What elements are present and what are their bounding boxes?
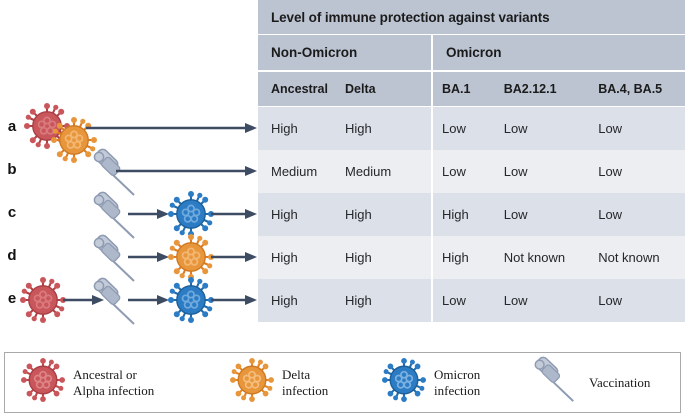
arrow-row-e-1 xyxy=(63,294,105,306)
delta-virus-icon xyxy=(230,358,274,407)
syringe-icon xyxy=(88,234,142,284)
delta-virus-icon xyxy=(51,117,97,163)
cell-ancestral: High xyxy=(271,207,298,222)
diagram-row-label-d: d xyxy=(7,247,17,264)
cell-ba2121: Low xyxy=(503,121,528,136)
cell-ancestral: Medium xyxy=(271,164,318,179)
legend-item-vaccination: Vaccination xyxy=(529,353,650,412)
column-header-delta: Delta xyxy=(345,82,376,96)
ancestral-virus-icon xyxy=(24,103,70,149)
table-title: Level of immune protection against varia… xyxy=(258,0,685,34)
legend-label-line1: Delta xyxy=(282,366,311,382)
cell-ancestral: High xyxy=(271,121,298,136)
arrow-row-c-1 xyxy=(128,208,170,220)
cell-ba4ba5: Low xyxy=(598,207,623,222)
cell-ba2121: Low xyxy=(503,207,528,222)
table-row-non-omicron-cells: High High xyxy=(258,279,431,322)
table-row-omicron-cells: Low Low Low xyxy=(433,279,685,322)
cell-ba2121: Not known xyxy=(503,250,566,265)
legend-label-omicron: Omicron infection xyxy=(434,367,480,399)
table-row-non-omicron-cells: High High xyxy=(258,236,431,279)
ancestral-virus-icon xyxy=(21,358,65,407)
arrow-row-d-2 xyxy=(211,251,258,263)
table-row-omicron-cells: High Not known Not known xyxy=(433,236,685,279)
column-header-ba1: BA.1 xyxy=(442,82,471,96)
legend-label-delta: Delta infection xyxy=(282,367,328,399)
cell-ancestral: High xyxy=(271,250,298,265)
table-row-omicron-cells: Low Low Low xyxy=(433,150,685,193)
column-header-ancestral: Ancestral xyxy=(271,82,328,96)
cell-ba1: Low xyxy=(442,164,466,179)
table-row-omicron-cells: Low Low Low xyxy=(433,107,685,150)
arrow-row-a xyxy=(86,122,258,134)
cell-ba1: High xyxy=(442,207,469,222)
cell-ba4ba5: Low xyxy=(598,293,623,308)
cell-ba2121: Low xyxy=(503,293,528,308)
protection-table: Level of immune protection against varia… xyxy=(258,0,685,343)
cell-ba2121: Low xyxy=(503,164,528,179)
legend-label-vaccination: Vaccination xyxy=(589,374,651,390)
syringe-icon xyxy=(88,148,142,198)
syringe-icon xyxy=(529,356,581,409)
table-row-non-omicron-cells: Medium Medium xyxy=(258,150,431,193)
diagram-row-label-e: e xyxy=(7,290,17,307)
column-group-non-omicron: Non-Omicron xyxy=(258,35,431,70)
column-headers-non-omicron: Ancestral Delta xyxy=(258,72,431,106)
syringe-icon xyxy=(88,277,142,327)
diagram-row-label-c: c xyxy=(7,204,17,221)
arrow-row-e-3 xyxy=(211,294,258,306)
column-header-ba4ba5: BA.4, BA.5 xyxy=(598,82,663,96)
cell-ba4ba5: Low xyxy=(598,164,623,179)
cell-delta: High xyxy=(345,207,372,222)
column-headers-omicron: BA.1 BA2.12.1 BA.4, BA.5 xyxy=(433,72,685,106)
legend-label-line2: infection xyxy=(282,382,329,398)
legend-label-ancestral: Ancestral or Alpha infection xyxy=(73,367,154,399)
table-row-omicron-cells: High Low Low xyxy=(433,193,685,236)
cell-delta: High xyxy=(345,250,372,265)
arrow-row-c-2 xyxy=(211,208,258,220)
table-row-non-omicron-cells: High High xyxy=(258,193,431,236)
column-group-omicron: Omicron xyxy=(433,35,685,70)
cell-ba1: Low xyxy=(442,121,466,136)
column-header-ba2121: BA2.12.1 xyxy=(503,82,557,96)
cell-delta: Medium xyxy=(345,164,392,179)
legend-label-line1: Omicron xyxy=(434,366,481,382)
cell-ba4ba5: Low xyxy=(598,121,623,136)
diagram-row-label-a: a xyxy=(7,118,17,135)
cell-ba1: Low xyxy=(442,293,466,308)
cell-ancestral: High xyxy=(271,293,298,308)
arrow-row-d-1 xyxy=(128,251,170,263)
legend-label-line2: infection xyxy=(434,382,481,398)
ancestral-virus-icon xyxy=(20,277,66,323)
legend-item-delta: Delta infection xyxy=(230,353,328,412)
legend-item-omicron: Omicron infection xyxy=(382,353,480,412)
legend-item-ancestral: Ancestral or Alpha infection xyxy=(21,353,154,412)
cell-ba1: High xyxy=(442,250,469,265)
syringe-icon xyxy=(88,191,142,241)
diagram-row-label-b: b xyxy=(7,161,17,178)
arrow-row-b xyxy=(116,165,258,177)
table-row-non-omicron-cells: High High xyxy=(258,107,431,150)
omicron-virus-icon xyxy=(168,191,214,237)
legend: Ancestral or Alpha infection xyxy=(4,352,681,413)
omicron-virus-icon xyxy=(382,358,426,407)
legend-label-line1: Ancestral or xyxy=(73,366,137,382)
cell-delta: High xyxy=(345,121,372,136)
arrow-row-e-2 xyxy=(128,294,170,306)
cell-ba4ba5: Not known xyxy=(598,250,660,265)
cell-delta: High xyxy=(345,293,372,308)
omicron-virus-icon xyxy=(168,277,214,323)
delta-virus-icon xyxy=(168,234,214,280)
legend-label-line2: Alpha infection xyxy=(73,382,155,398)
